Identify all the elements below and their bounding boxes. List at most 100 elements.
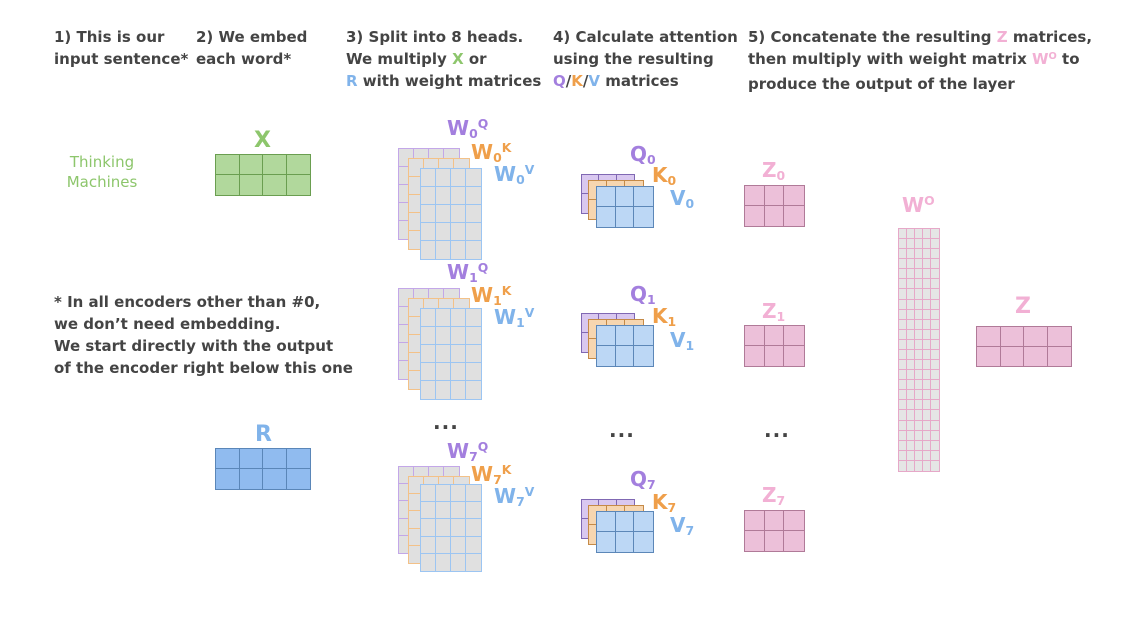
matrix-cell (436, 485, 451, 503)
matrix-cell (907, 279, 915, 290)
matrix-cell (931, 360, 939, 371)
matrix-cell (923, 460, 931, 471)
matrix-cell (899, 229, 907, 240)
matrix-cell (421, 169, 436, 187)
matrix-cell (915, 319, 923, 330)
matrix-cell (451, 223, 466, 241)
wo-label: WO (902, 193, 935, 217)
matrix-cell (421, 536, 436, 554)
matrix-cell (421, 519, 436, 537)
q-label: Q1 (630, 282, 656, 308)
matrix-cell (907, 239, 915, 250)
wq-label: W0Q (447, 116, 489, 142)
matrix-cell (286, 449, 310, 469)
matrix-cell (915, 309, 923, 320)
note-line: we don’t need embedding. (54, 315, 281, 333)
matrix-cell (421, 363, 436, 381)
step-line: R with weight matrices (346, 70, 541, 92)
matrix-cell (784, 511, 804, 531)
matrix-cell (915, 279, 923, 290)
matrix-cell (451, 187, 466, 205)
matrix-cell (436, 363, 451, 381)
step-line: 5) Concatenate the resulting Z matrices, (748, 26, 1092, 48)
matrix-cell (615, 512, 635, 532)
matrix-cell (615, 187, 635, 207)
step-5-text: 5) Concatenate the resulting Z matrices,… (748, 26, 1092, 95)
matrix-cell (436, 327, 451, 345)
step-text-segment: We multiply (346, 50, 453, 68)
matrix-cell (616, 207, 635, 227)
matrix-cell (915, 259, 923, 270)
step-text-segment: V (588, 72, 600, 90)
step-text-segment: matrices (599, 72, 679, 90)
matrix-cell (899, 450, 907, 461)
matrix-cell (240, 175, 263, 195)
step-line: using the resulting (553, 48, 738, 70)
wo-matrix (898, 228, 940, 472)
matrix-cell (915, 239, 923, 250)
step-text-segment: X (452, 50, 464, 68)
z-matrix (744, 185, 805, 227)
matrix-cell (923, 269, 931, 280)
matrix-cell (216, 175, 240, 195)
matrix-cell (436, 169, 451, 187)
matrix-cell (923, 289, 931, 300)
matrix-cell (899, 279, 907, 290)
step-text-segment: to (1056, 50, 1080, 68)
matrix-cell (616, 346, 635, 366)
wv-matrix (420, 484, 482, 572)
matrix-cell (907, 450, 915, 461)
step-text-segment: Q (553, 72, 566, 90)
matrix-cell (240, 469, 263, 489)
matrix-cell (915, 380, 923, 391)
matrix-cell (899, 269, 907, 280)
matrix-cell (765, 346, 785, 366)
matrix-cell (899, 370, 907, 381)
matrix-cell (287, 469, 311, 489)
matrix-cell (915, 430, 923, 441)
matrix-cell (1000, 327, 1024, 347)
step-line: 3) Split into 8 heads. (346, 26, 541, 48)
matrix-cell (931, 279, 939, 290)
matrix-cell (216, 469, 240, 489)
wv-label: W1V (494, 305, 535, 331)
matrix-cell (923, 259, 931, 270)
v-label: V7 (670, 513, 695, 539)
matrix-cell (451, 205, 466, 223)
matrix-cell (907, 249, 915, 260)
matrix-cell (923, 450, 931, 461)
matrix-cell (899, 309, 907, 320)
matrix-cell (745, 511, 765, 531)
matrix-cell (931, 421, 939, 431)
matrix-cell (915, 329, 923, 340)
step-text-segment: then multiply with weight matrix (748, 50, 1032, 68)
note-line: We start directly with the output (54, 337, 334, 355)
wv-label: W7V (494, 484, 535, 510)
matrix-cell (915, 299, 923, 310)
note-line: of the encoder right below this one (54, 359, 353, 377)
matrix-cell (923, 299, 931, 310)
matrix-cell (286, 155, 310, 175)
matrix-cell (915, 460, 923, 471)
matrix-cell (907, 420, 915, 431)
k-label: K7 (652, 490, 677, 516)
matrix-cell (923, 239, 931, 250)
matrix-cell (216, 155, 240, 175)
matrix-cell (899, 339, 907, 350)
matrix-cell (907, 380, 915, 391)
matrix-cell (915, 450, 923, 461)
matrix-cell (263, 175, 287, 195)
matrix-cell (1001, 346, 1024, 366)
matrix-cell (451, 519, 466, 537)
matrix-cell (899, 390, 907, 401)
step-text-segment: each word* (196, 50, 292, 68)
matrix-cell (931, 300, 939, 310)
wk-label: W7K (471, 462, 512, 488)
matrix-cell (907, 410, 915, 421)
matrix-cell (634, 512, 653, 532)
matrix-cell (764, 186, 785, 206)
input-word: Thinking (69, 153, 135, 171)
